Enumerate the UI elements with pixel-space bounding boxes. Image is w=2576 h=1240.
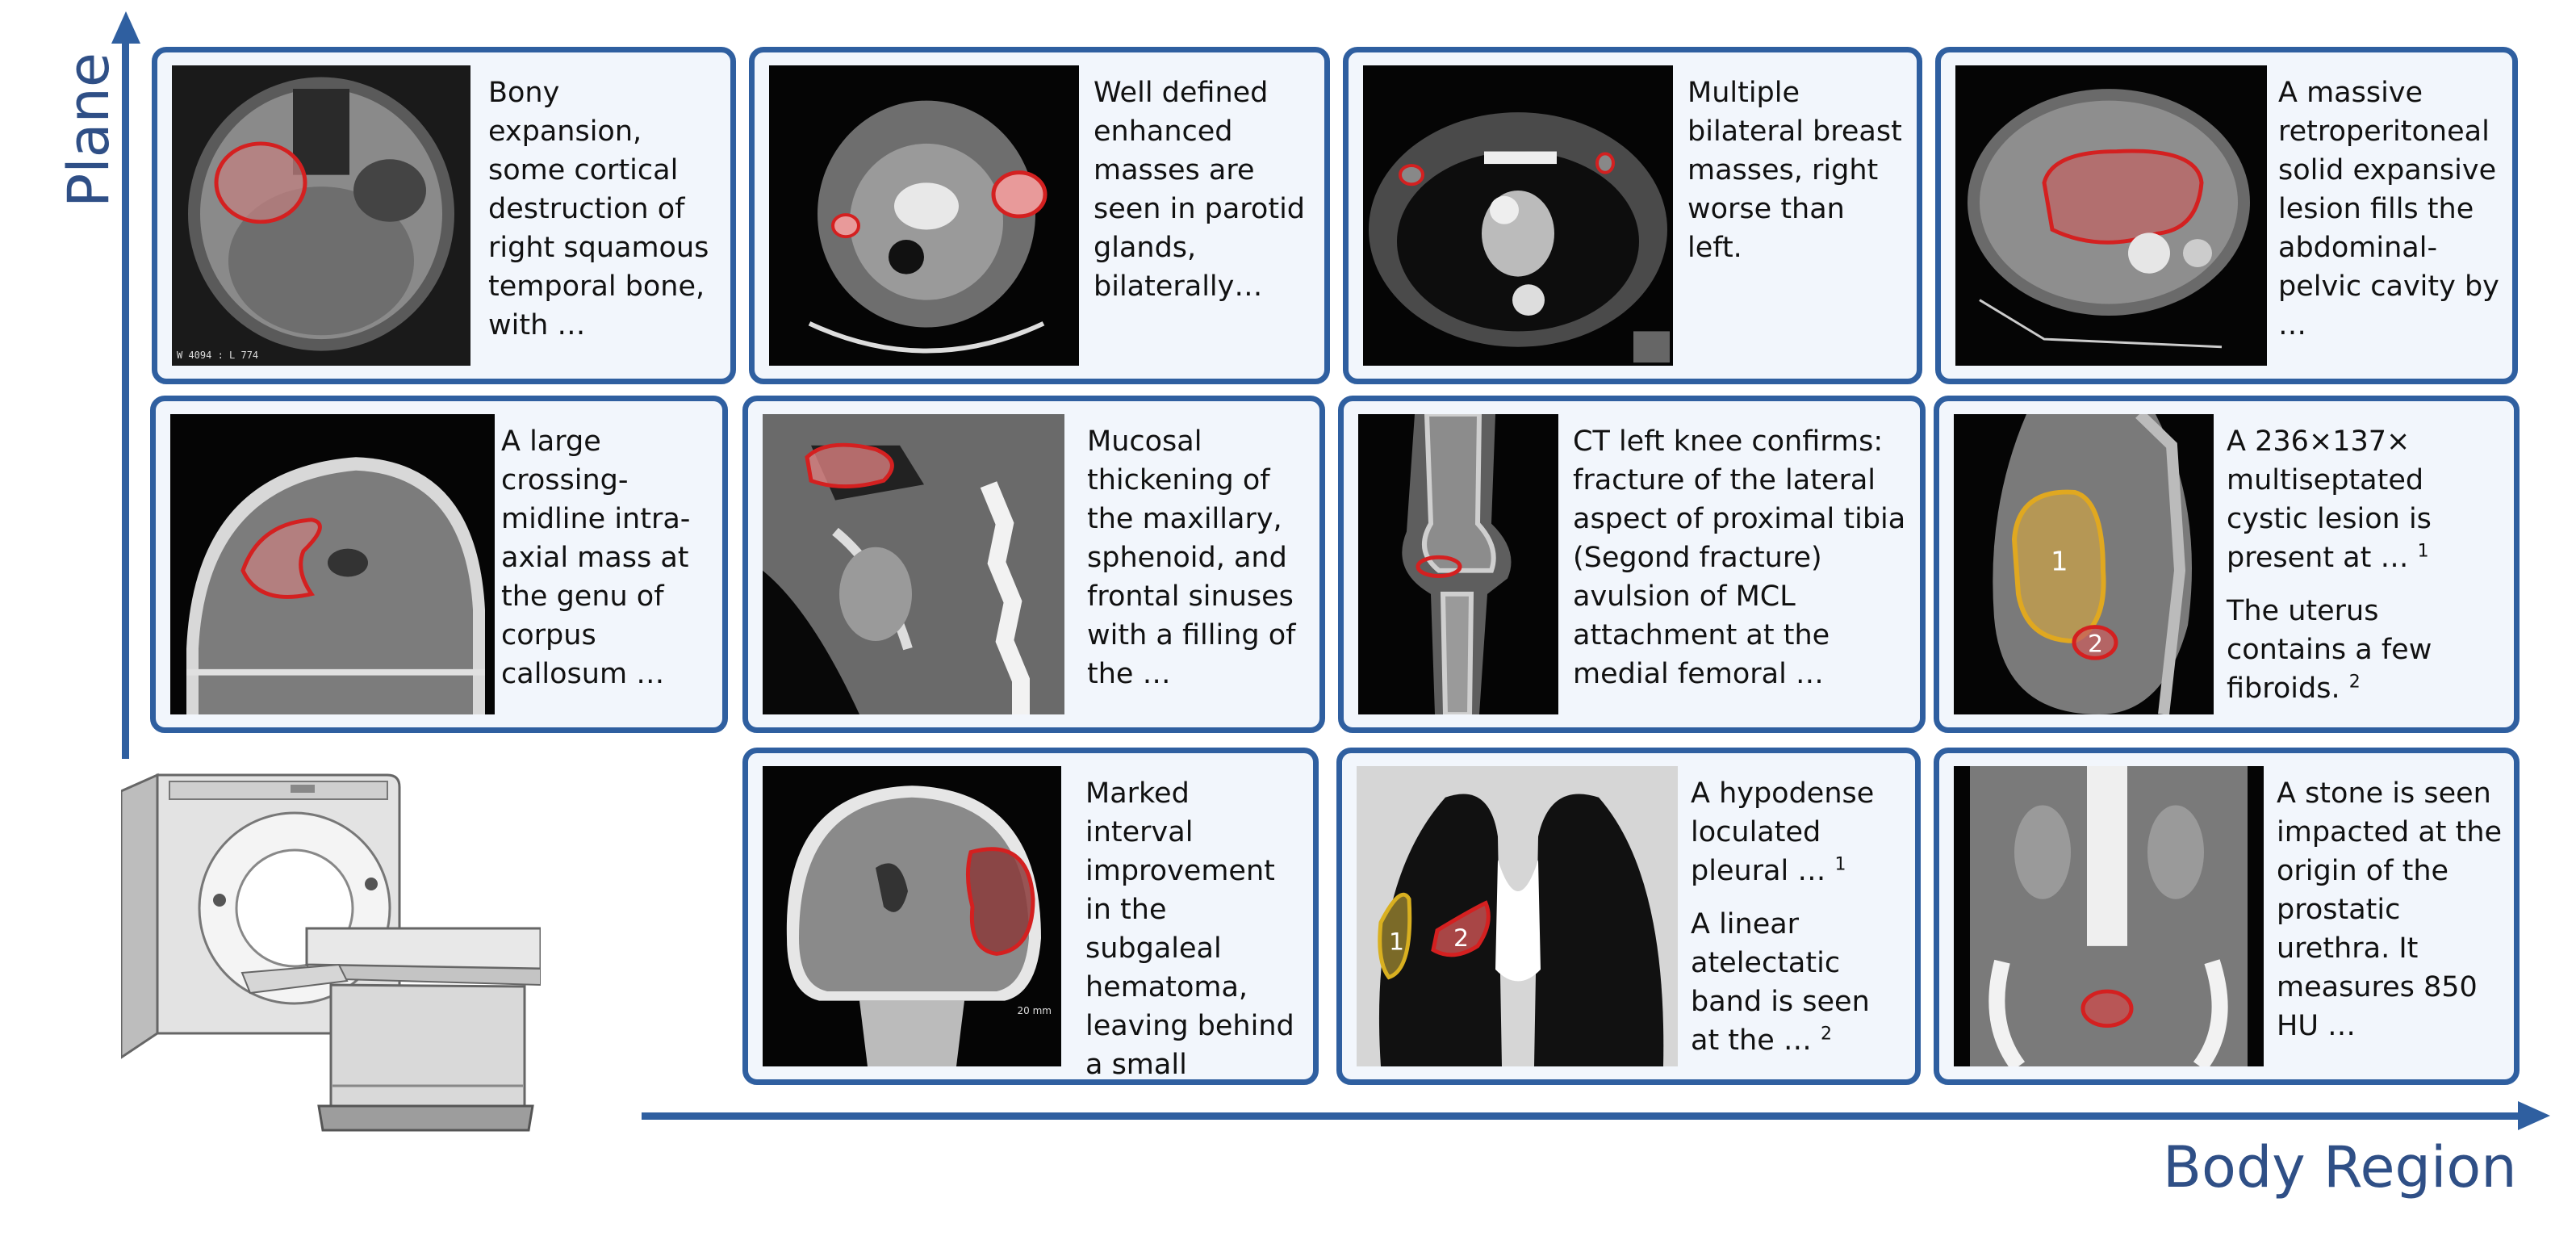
ct-image-temporal-bone: W 4094 : L 774 <box>172 65 470 366</box>
region-label-2: 2 <box>1453 924 1469 951</box>
region-label-2: 2 <box>2088 630 2103 657</box>
card-head-axial: W 4094 : L 774 Bony expansion, some cort… <box>152 47 736 384</box>
caption-part-1: A 236×137× multiseptated cystic lesion i… <box>2227 425 2432 574</box>
caption: Marked interval improvement in the subga… <box>1085 777 1294 1081</box>
ct-image-retroperitoneal <box>1955 65 2267 366</box>
caption: Multiple bilateral breast masses, right … <box>1687 77 1902 264</box>
caption: A massive retroperitoneal solid expansiv… <box>2278 77 2499 341</box>
caption: A stone is seen impacted at the origin o… <box>2277 777 2503 1042</box>
caption: A hypodense loculated pleural … 1 A line… <box>1691 774 1904 1075</box>
ct-image-pleural: 1 2 <box>1357 766 1678 1066</box>
region-label-1: 1 <box>1389 928 1404 955</box>
card-head-sagittal: A large crossing-midline intra-axial mas… <box>150 396 728 733</box>
card-abdomen-sagittal: 1 2 A 236×137× multiseptated cystic lesi… <box>1934 396 2520 733</box>
caption: A large crossing-midline intra-axial mas… <box>501 425 691 690</box>
caption: Bony expansion, some cortical destructio… <box>488 77 709 341</box>
caption: Well defined enhanced masses are seen in… <box>1094 77 1306 303</box>
card-neck-axial: Well defined enhanced masses are seen in… <box>749 47 1330 384</box>
ct-image-prostatic-urethra <box>1954 766 2264 1066</box>
ct-image-sinuses <box>763 414 1064 714</box>
y-axis-line <box>122 32 129 759</box>
card-chest-coronal: 1 2 A hypodense loculated pleural … 1 A … <box>1336 748 1921 1085</box>
ct-image-knee <box>1358 414 1558 714</box>
ct-scanner-icon <box>121 773 541 1132</box>
caption: Mucosal thickening of the maxillary, sph… <box>1087 425 1296 690</box>
arrow-up-icon <box>111 11 140 44</box>
ct-image-corpus-callosum <box>170 414 495 714</box>
x-axis-line <box>642 1112 2522 1120</box>
x-axis-title: Body Region <box>2163 1134 2517 1200</box>
arrow-right-icon <box>2518 1101 2550 1130</box>
caption: CT left knee confirms: fracture of the l… <box>1573 425 1906 690</box>
region-label-1: 1 <box>2051 546 2068 576</box>
ct-image-parotid <box>769 65 1079 366</box>
caption-part-2: The uterus contains a few fibroids. 2 <box>2227 595 2432 705</box>
card-knee-sagittal: CT left knee confirms: fracture of the l… <box>1338 396 1926 733</box>
card-abdomen-axial: A massive retroperitoneal solid expansiv… <box>1935 47 2518 384</box>
card-chest-axial: Multiple bilateral breast masses, right … <box>1343 47 1922 384</box>
scale-bar-text: 20 mm <box>1017 1005 1052 1016</box>
ct-image-subgaleal: 20 mm <box>763 766 1061 1066</box>
scan-overlay-text: W 4094 : L 774 <box>177 350 259 361</box>
card-head-coronal: 20 mm Marked interval improvement in the… <box>742 748 1319 1085</box>
card-pelvis-coronal: A stone is seen impacted at the origin o… <box>1934 748 2520 1085</box>
ct-image-cystic-lesion: 1 2 <box>1954 414 2214 714</box>
card-sinus-sagittal: Mucosal thickening of the maxillary, sph… <box>742 396 1325 733</box>
ct-image-breast <box>1363 65 1673 366</box>
caption-part-1: A hypodense loculated pleural … 1 <box>1691 777 1875 887</box>
caption: A 236×137× multiseptated cystic lesion i… <box>2227 422 2503 723</box>
caption-part-2: A linear atelectatic band is seen at the… <box>1691 908 1870 1057</box>
y-axis-title: Plane <box>56 52 122 207</box>
